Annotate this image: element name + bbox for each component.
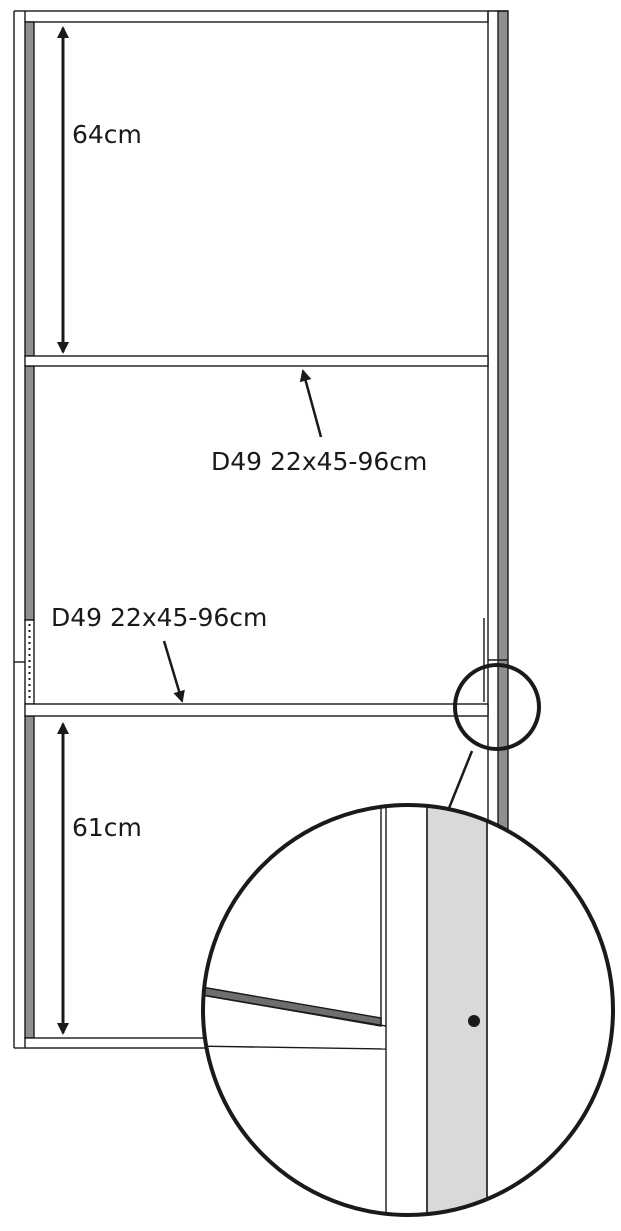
detail-callout-circle bbox=[453, 663, 541, 751]
left-side-panel-upper bbox=[24, 21, 35, 357]
lower-shelf-leader bbox=[162, 640, 185, 703]
upper-height-label: 64cm bbox=[72, 120, 142, 149]
magnified-detail bbox=[201, 803, 615, 1217]
left-side-panel-lower bbox=[24, 715, 35, 1039]
lower-shelf-part-label: D49 22x45-96cm bbox=[51, 603, 267, 632]
upper-shelf-leader bbox=[299, 369, 323, 438]
detail-side-panel bbox=[426, 805, 488, 1215]
detail-shelf-strip bbox=[203, 984, 382, 1027]
bottom-panel bbox=[24, 1037, 226, 1049]
upper-shelf-part-label: D49 22x45-96cm bbox=[211, 447, 427, 476]
lower-shelf bbox=[24, 703, 489, 717]
left-side-panel-middle bbox=[24, 365, 35, 621]
top-panel bbox=[24, 10, 489, 23]
detail-screw-hole bbox=[468, 1015, 480, 1027]
lower-height-label: 61cm bbox=[72, 813, 142, 842]
upper-shelf bbox=[24, 355, 489, 367]
